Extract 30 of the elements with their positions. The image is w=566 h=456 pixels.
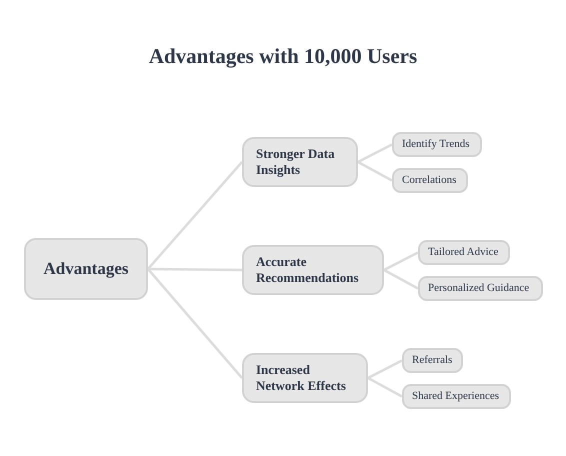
leaf-node (402, 384, 511, 409)
node-text: Identify Trends (402, 138, 470, 152)
connector-line (147, 161, 243, 270)
connector-line (357, 160, 393, 182)
leaf-node (418, 276, 543, 301)
node-text: Accurate Recommendations (256, 254, 360, 286)
branch-node (242, 353, 368, 403)
node-text: Correlations (402, 174, 456, 188)
node-text: Shared Experiences (412, 390, 500, 404)
branch-node (242, 245, 384, 295)
leaf-node (402, 348, 463, 373)
node-text: Personalized Guidance (428, 282, 530, 296)
node-text: Referrals (412, 354, 452, 368)
connector-line (147, 268, 243, 379)
leaf-node (392, 168, 468, 193)
connector-line (367, 359, 403, 380)
diagram-title: Advantages with 10,000 Users (148, 44, 418, 69)
connector-line (383, 251, 419, 272)
connector-line (367, 376, 403, 398)
node-text: Stronger Data Insights (256, 146, 336, 178)
connector-line (148, 268, 242, 272)
connector-line (383, 268, 419, 290)
leaf-node (418, 240, 510, 265)
node-text: Advantages (43, 258, 128, 280)
root-node (24, 238, 148, 300)
node-text: Tailored Advice (428, 246, 498, 260)
leaf-node (392, 132, 482, 157)
connector-line (357, 143, 393, 164)
node-text: Increased Network Effects (256, 362, 347, 394)
branch-node (242, 137, 358, 187)
